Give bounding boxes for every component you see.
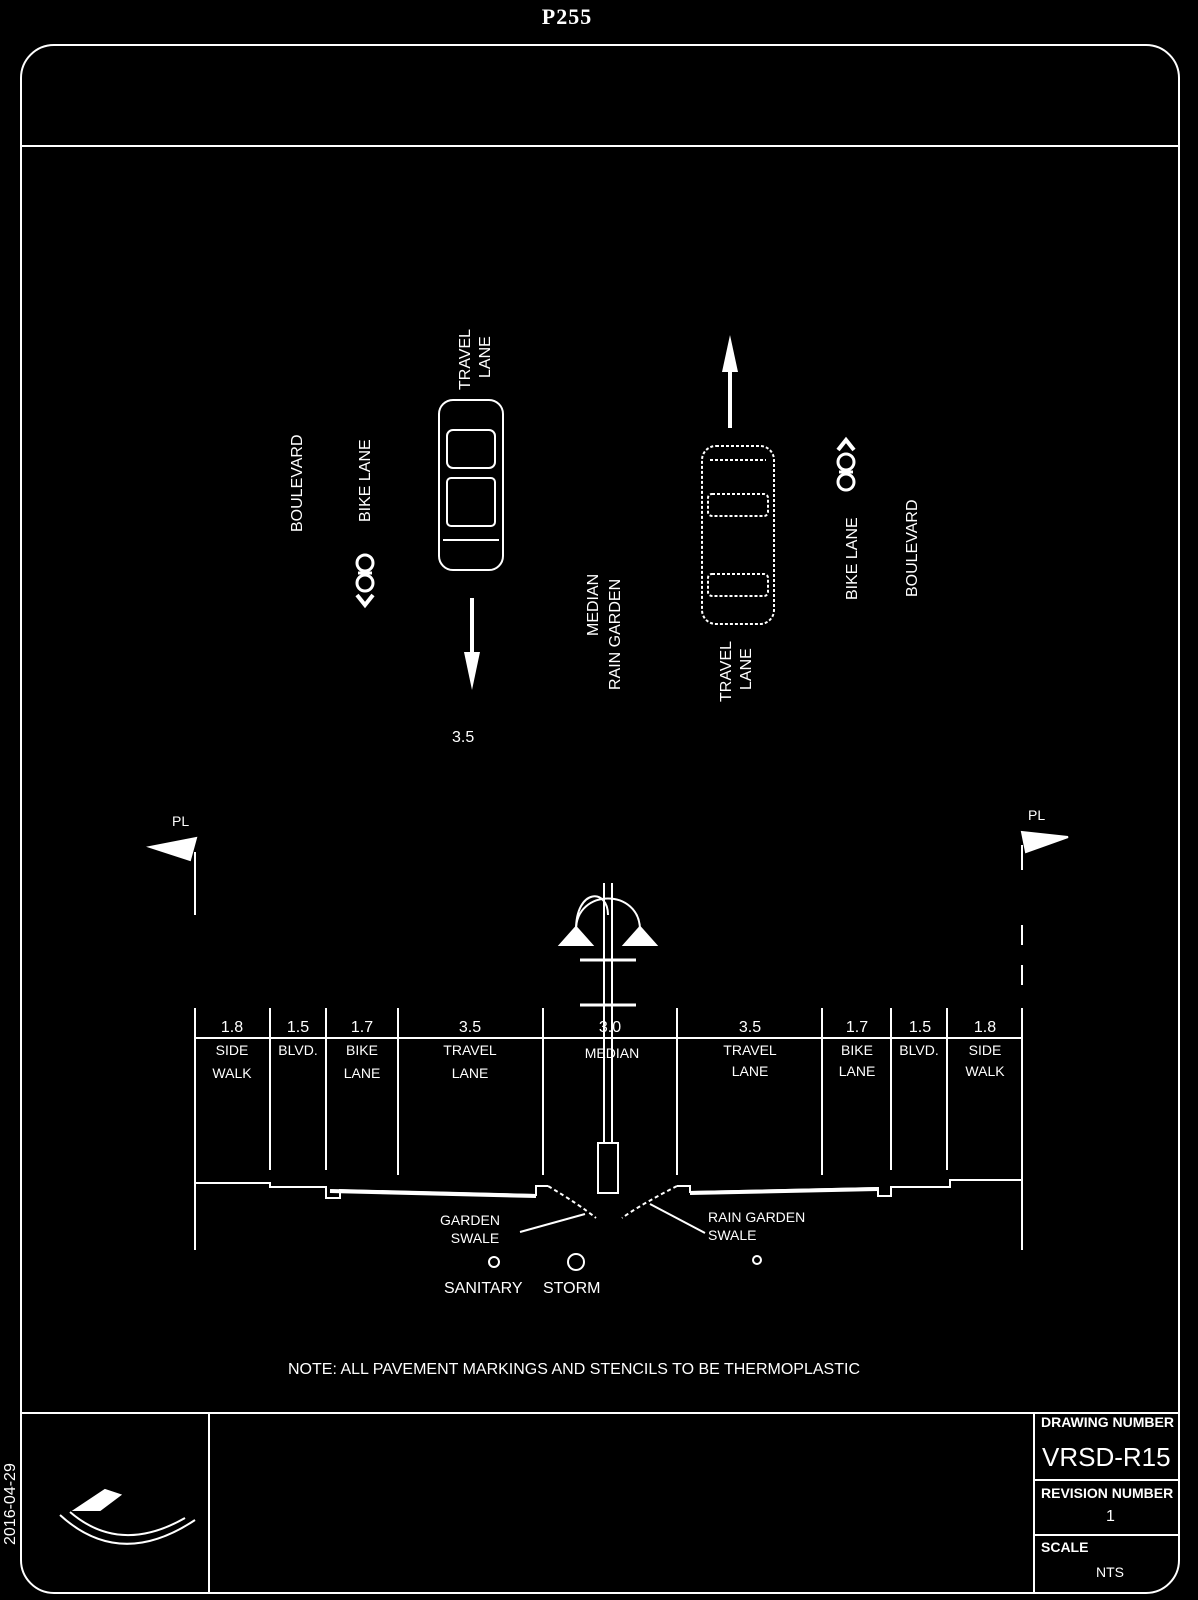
segment-label: LANE: [732, 1063, 769, 1079]
revision-number-label: REVISION NUMBER: [1041, 1485, 1174, 1501]
segment-width: 3.5: [459, 1019, 481, 1036]
median-label: MEDIAN: [585, 574, 602, 636]
left-property-line-symbol: PL: [172, 813, 189, 829]
segment-width: 3.0: [599, 1019, 621, 1036]
scale-label: SCALE: [1041, 1539, 1089, 1555]
left-travel-lane-label-2: LANE: [477, 336, 494, 378]
median-rain-garden-label: RAIN GARDEN: [607, 579, 624, 690]
segment-label: BIKE: [346, 1042, 378, 1058]
right-travel-lane-label-2: LANE: [738, 648, 755, 690]
sanitary-label: SANITARY: [444, 1280, 523, 1297]
pavement-note: NOTE: ALL PAVEMENT MARKINGS AND STENCILS…: [288, 1361, 860, 1378]
revision-number: 1: [1106, 1508, 1115, 1525]
segment-label: MEDIAN: [585, 1045, 639, 1061]
right-bike-symbol-icon: [836, 436, 856, 492]
segment-label: SIDE: [969, 1042, 1002, 1058]
segment-label: SIDE: [216, 1042, 249, 1058]
segment-label: TRAVEL: [723, 1042, 777, 1058]
street-light-icon: [557, 883, 659, 1194]
storm-pipe-icon: [567, 1253, 585, 1271]
drawing-number-label: DRAWING NUMBER: [1041, 1414, 1174, 1430]
segment-label: LANE: [344, 1065, 381, 1081]
sanitary-pipe-icon: [488, 1256, 500, 1268]
segment-width: 1.5: [909, 1019, 931, 1036]
segment-label: BLVD.: [899, 1042, 938, 1058]
right-property-line-symbol: PL: [1028, 807, 1045, 823]
segment-label: BLVD.: [278, 1042, 317, 1058]
southbound-car-icon: [438, 399, 504, 571]
left-property-line-flag-icon: [146, 836, 198, 915]
segment-width: 1.5: [287, 1019, 309, 1036]
plan-lane-width: 3.5: [452, 729, 474, 746]
right-swale-label-1: RAIN GARDEN: [708, 1209, 805, 1225]
right-boulevard-label: BOULEVARD: [904, 499, 921, 597]
left-swale-label-2: SWALE: [451, 1230, 500, 1246]
northbound-arrow-icon: [722, 335, 738, 428]
segment-label: WALK: [212, 1065, 252, 1081]
segment-width: 3.5: [739, 1019, 761, 1036]
segment-width: 1.7: [846, 1019, 868, 1036]
date-stamp: 2016-04-29: [2, 1463, 19, 1545]
drawing-number: VRSD-R15: [1042, 1442, 1171, 1472]
segment-width: 1.8: [974, 1019, 996, 1036]
small-pipe-icon: [752, 1255, 762, 1265]
storm-label: STORM: [543, 1280, 600, 1297]
segment-label: WALK: [965, 1063, 1005, 1079]
right-property-line-flag-icon: [1020, 830, 1069, 985]
right-swale-label-2: SWALE: [708, 1227, 757, 1243]
plan-view: BOULEVARD BIKE LANE TRAVEL LANE 3.5 MEDI…: [289, 329, 921, 746]
segment-labels: 1.8 SIDE WALK 1.5 BLVD. 1.7 BIKE LANE 3.…: [212, 1019, 1005, 1081]
left-bike-symbol-icon: [355, 553, 375, 609]
southbound-arrow-icon: [464, 598, 480, 690]
left-bike-lane-label: BIKE LANE: [357, 439, 374, 522]
dimension-lines: [194, 1008, 1023, 1250]
left-travel-lane-label-1: TRAVEL: [457, 329, 474, 390]
segment-width: 1.7: [351, 1019, 373, 1036]
right-bike-lane-label: BIKE LANE: [844, 517, 861, 600]
scale-value: NTS: [1096, 1564, 1124, 1580]
segment-width: 1.8: [221, 1019, 243, 1036]
segment-label: LANE: [839, 1063, 876, 1079]
left-boulevard-label: BOULEVARD: [289, 434, 306, 532]
northbound-car-icon: [701, 445, 775, 625]
segment-label: TRAVEL: [443, 1042, 497, 1058]
drawing-frame: [20, 44, 1180, 1594]
road-profile: [195, 1179, 1022, 1234]
cross-section: PL PL: [146, 807, 1069, 1297]
left-swale-label-1: GARDEN: [440, 1212, 500, 1228]
title-block-grid: [22, 1412, 1178, 1594]
segment-label: LANE: [452, 1065, 489, 1081]
municipal-seal-logo: [59, 1488, 196, 1545]
page-code: P255: [541, 4, 593, 29]
right-travel-lane-label-1: TRAVEL: [718, 641, 735, 702]
segment-label: BIKE: [841, 1042, 873, 1058]
